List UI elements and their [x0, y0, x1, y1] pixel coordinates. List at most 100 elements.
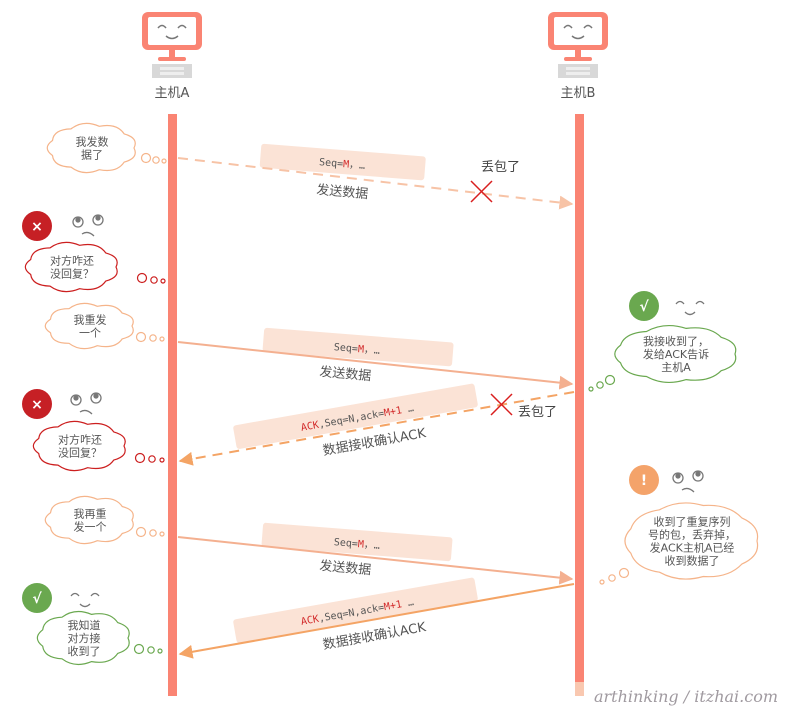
- thought-bubble-dot: [159, 457, 165, 463]
- cloud-shape: [44, 495, 134, 545]
- watermark: arthinking / itzhai.com: [594, 687, 778, 706]
- thought-text-line: 我再重: [74, 507, 107, 521]
- happy-face-icon: [675, 300, 705, 316]
- thought-bubble-dot: [147, 646, 155, 654]
- cloud-shape: [44, 302, 134, 350]
- thought-bubble-dot: [149, 334, 157, 342]
- dashed-arrow: [177, 157, 574, 210]
- thought-bubble-dot: [157, 648, 163, 654]
- lifeline-host-a: [168, 114, 177, 696]
- thought-bubble-dot: [160, 278, 166, 284]
- lost-cross-icon: [490, 393, 513, 416]
- thought-text-line: 收到了: [68, 644, 101, 658]
- solid-arrow: [177, 536, 574, 585]
- svg-text:√: √: [32, 591, 42, 607]
- lost-label: 丢包了: [518, 405, 557, 420]
- cloud-shape: [614, 325, 737, 383]
- computer-icon: [547, 11, 609, 62]
- packet-box: [233, 577, 478, 643]
- svg-text:×: ×: [31, 219, 43, 235]
- check-badge-icon: √: [629, 291, 659, 321]
- host-b: 主机B: [547, 11, 609, 101]
- solid-arrow: [178, 583, 575, 659]
- thought-bubble-dot: [159, 531, 165, 537]
- thought-bubble-dot: [149, 529, 157, 537]
- cloud-shape: [24, 241, 118, 293]
- thought-bubble-dot: [135, 331, 147, 343]
- thought-text-line: 对方接: [68, 631, 101, 645]
- packet-text: Seq=M，…: [319, 157, 366, 172]
- thought-bubble-dot: [618, 567, 630, 579]
- svg-text:√: √: [639, 299, 649, 315]
- packet-box: [262, 327, 454, 367]
- error-badge-icon: ×: [22, 211, 52, 241]
- thought-text-line: 对方咋还: [58, 433, 102, 447]
- thought-bubble-dot: [135, 526, 147, 538]
- thought-text-line: 一个: [79, 327, 101, 340]
- thought-text-line: 发一个: [74, 520, 107, 534]
- packet-text: Seq=M，…: [333, 537, 380, 552]
- svg-text:!: !: [641, 473, 647, 489]
- thought-bubble-dot: [150, 276, 158, 284]
- thought-text-line: 发ACK主机A已经: [650, 541, 735, 555]
- warning-badge-icon: !: [629, 465, 659, 495]
- thought-text-line: 对方咋还: [50, 254, 94, 268]
- packet-box: [233, 383, 478, 449]
- thought-bubble-dot: [604, 374, 616, 386]
- keyboard-icon: [558, 64, 598, 78]
- message-send-2: Seq=M，… 发送数据: [177, 327, 574, 390]
- thought-text-line: 没回复？: [58, 446, 102, 460]
- thought-bubble-dot: [133, 643, 145, 655]
- thought-bubble-dot: [599, 579, 605, 585]
- arrow-label: 发送数据: [316, 182, 369, 202]
- message-send-3: Seq=M，… 发送数据: [177, 522, 574, 585]
- host-b-label: 主机B: [561, 86, 596, 101]
- message-ack-1: ACK,Seq=N,ack=M+1 … 数据接收确认ACK 丢包了: [178, 383, 575, 466]
- lifeline-host-b: [575, 114, 584, 696]
- message-ack-2: ACK,Seq=N,ack=M+1 … 数据接收确认ACK: [178, 577, 575, 659]
- arrow-label: 发送数据: [319, 558, 372, 578]
- worried-face-icon: [70, 392, 102, 415]
- error-badge-icon: ×: [22, 389, 52, 419]
- cloud-shape: [624, 502, 759, 580]
- thought-text-line: 我发数: [76, 135, 109, 149]
- thought-text-line: 我接收到了，: [643, 334, 709, 348]
- packet-box: [261, 522, 453, 562]
- thought-text-line: 我重发: [74, 313, 107, 327]
- thought-bubble-dot: [588, 386, 594, 392]
- thought-text-line: 发给ACK告诉: [643, 347, 709, 361]
- thought-bubble-dot: [159, 336, 165, 342]
- happy-face-icon: [70, 592, 100, 608]
- svg-text:×: ×: [31, 397, 43, 413]
- worried-face-icon: [72, 214, 104, 237]
- host-a-label: 主机A: [155, 86, 190, 101]
- cloud-shape: [46, 122, 136, 174]
- cloud-shape: [32, 420, 126, 472]
- computer-icon: [141, 11, 203, 62]
- cloud-shape: [36, 610, 130, 666]
- host-a: 主机A: [141, 11, 203, 101]
- solid-arrow: [177, 341, 574, 390]
- lost-cross-icon: [470, 180, 493, 203]
- keyboard-icon: [152, 64, 192, 78]
- thought-text-line: 收到数据了: [665, 554, 720, 568]
- thought-bubble-dot: [136, 272, 148, 284]
- thought-bubble-dot: [596, 381, 604, 389]
- thought-text-line: 号的包，丢弃掉，: [648, 528, 736, 542]
- packet-box: [259, 143, 426, 181]
- message-send-1: Seq=M，… 发送数据 丢包了: [177, 143, 574, 210]
- thought-bubble-dot: [152, 156, 160, 164]
- thought-text-line: 主机A: [661, 360, 691, 374]
- thought-bubble-dot: [134, 452, 146, 464]
- thought-bubble-dot: [140, 152, 152, 164]
- lost-label: 丢包了: [481, 160, 520, 175]
- worried-face-icon: [672, 470, 704, 493]
